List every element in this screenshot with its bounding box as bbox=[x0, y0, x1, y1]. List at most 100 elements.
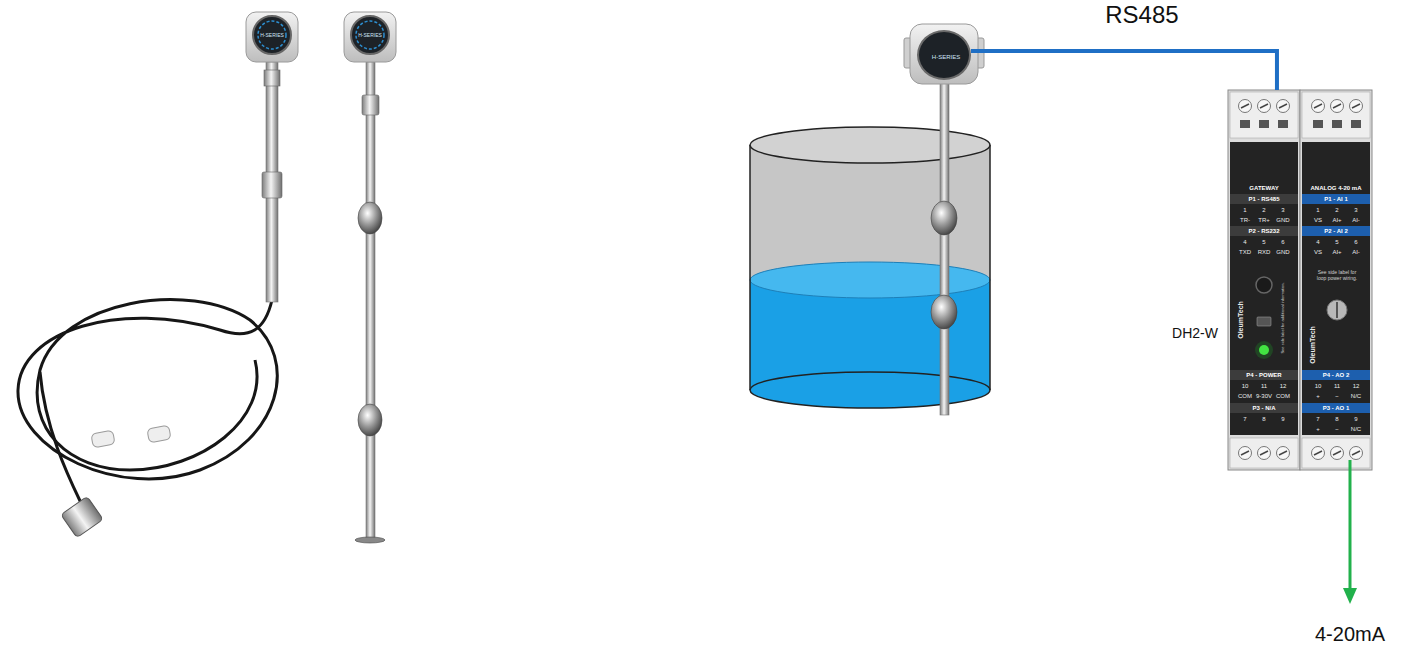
pin-label: 9-30V bbox=[1256, 393, 1272, 399]
pin-label: VS bbox=[1314, 217, 1322, 223]
pin-label: RXD bbox=[1258, 249, 1271, 255]
pin-label: AI+ bbox=[1332, 249, 1341, 255]
output-arrow bbox=[1343, 460, 1357, 604]
pin-label: 8 bbox=[1335, 416, 1338, 422]
pin-label: 6 bbox=[1281, 239, 1284, 245]
screw-slot bbox=[1279, 104, 1287, 108]
port-header: P3 - N/A bbox=[1252, 405, 1275, 411]
pin-label: 3 bbox=[1281, 207, 1284, 213]
screw-slot bbox=[1333, 451, 1341, 455]
port-header: P2 - RS232 bbox=[1248, 228, 1279, 234]
pin-label: 6 bbox=[1354, 239, 1357, 245]
port-header: GATEWAY bbox=[1249, 185, 1278, 191]
screw-slot bbox=[1241, 104, 1249, 108]
terminal-screws bbox=[1239, 100, 1363, 460]
screw bbox=[1277, 100, 1290, 113]
port-header: P3 - AO 1 bbox=[1323, 405, 1349, 411]
pin-label: 2 bbox=[1262, 207, 1265, 213]
screw-slot bbox=[1333, 104, 1341, 108]
module-note: OleumTech bbox=[1237, 301, 1244, 339]
pin-label: 4 bbox=[1243, 239, 1246, 245]
pin-label: 10 bbox=[1242, 383, 1249, 389]
pin-label: 9 bbox=[1281, 416, 1284, 422]
pin-label: − bbox=[1335, 426, 1339, 432]
pin-label: 7 bbox=[1316, 416, 1319, 422]
analog-module bbox=[1300, 90, 1372, 470]
screw-slot bbox=[1241, 451, 1249, 455]
port-header: ANALOG 4-20 mA bbox=[1310, 185, 1361, 191]
pin-label: 10 bbox=[1315, 383, 1322, 389]
terminal-hole bbox=[1313, 120, 1323, 128]
screw bbox=[1350, 100, 1363, 113]
port-header: P2 - AI 2 bbox=[1324, 228, 1347, 234]
terminal-hole bbox=[1259, 120, 1269, 128]
screw bbox=[1258, 447, 1271, 460]
module-name: DH2-W bbox=[1172, 326, 1218, 340]
pin-label: 1 bbox=[1243, 207, 1246, 213]
pin-label: 2 bbox=[1335, 207, 1338, 213]
pin-label: AI- bbox=[1352, 249, 1360, 255]
rs485-wire bbox=[971, 51, 1277, 90]
pin-label: N/C bbox=[1351, 426, 1361, 432]
screw bbox=[1239, 447, 1252, 460]
port-header: P4 - AO 2 bbox=[1323, 372, 1349, 378]
pin-label: AI+ bbox=[1332, 217, 1341, 223]
pin-label: TR- bbox=[1240, 217, 1250, 223]
tank-probe bbox=[904, 24, 984, 415]
pin-label: + bbox=[1316, 426, 1320, 432]
module-note: See side label for loop power wiring. bbox=[1315, 270, 1359, 281]
pin-label: 7 bbox=[1243, 416, 1246, 422]
terminal-hole bbox=[1278, 120, 1288, 128]
pin-label: TXD bbox=[1239, 249, 1251, 255]
screw bbox=[1312, 447, 1325, 460]
port-header: P4 - POWER bbox=[1246, 372, 1281, 378]
pin-label: 12 bbox=[1353, 383, 1360, 389]
screw bbox=[1331, 100, 1344, 113]
screw-slot bbox=[1260, 104, 1268, 108]
screw-slot bbox=[1279, 451, 1287, 455]
pin-label: 1 bbox=[1316, 207, 1319, 213]
terminal-hole bbox=[1240, 120, 1250, 128]
signal-label: 4-20mA bbox=[1315, 624, 1385, 644]
pin-label: GND bbox=[1276, 217, 1289, 223]
display-text: H-SERIES bbox=[932, 54, 960, 60]
pin-label: 11 bbox=[1334, 383, 1340, 389]
pin-label: H-SERIES bbox=[358, 33, 382, 38]
module-note: OleumTech bbox=[1309, 326, 1316, 364]
pin-label: 5 bbox=[1262, 239, 1265, 245]
screw-slot bbox=[1260, 451, 1268, 455]
screw-slot bbox=[1314, 104, 1322, 108]
pin-label: 4 bbox=[1316, 239, 1319, 245]
terminal-hole bbox=[1332, 120, 1342, 128]
rigid-sensor bbox=[344, 12, 396, 543]
pin-label: 3 bbox=[1354, 207, 1357, 213]
pin-label: 8 bbox=[1262, 416, 1265, 422]
pin-label: COM bbox=[1276, 393, 1290, 399]
screw bbox=[1239, 100, 1252, 113]
pin-label: 11 bbox=[1261, 383, 1267, 389]
terminal-hole bbox=[1351, 120, 1361, 128]
transmitter-display: H-SERIES bbox=[917, 30, 971, 80]
screw-slot bbox=[1314, 451, 1322, 455]
pin-label: + bbox=[1316, 393, 1320, 399]
port-header: P1 - AI 1 bbox=[1324, 196, 1347, 202]
pin-label: 5 bbox=[1335, 239, 1338, 245]
pin-label: COM bbox=[1238, 393, 1252, 399]
screw bbox=[1331, 447, 1344, 460]
module-note: See side label for additional informatio… bbox=[1281, 282, 1285, 353]
screw bbox=[1277, 447, 1290, 460]
screw bbox=[1350, 447, 1363, 460]
pin-label: GND bbox=[1276, 249, 1289, 255]
flexible-sensor bbox=[18, 12, 298, 538]
screw bbox=[1258, 100, 1271, 113]
pin-label: N/C bbox=[1351, 393, 1361, 399]
screw-slot bbox=[1352, 104, 1360, 108]
tank bbox=[750, 127, 990, 408]
pin-label: − bbox=[1335, 393, 1339, 399]
io-module: DH2-WGATEWAYP1 - RS485P2 - RS232P4 - POW… bbox=[1228, 90, 1300, 470]
port-header: P1 - RS485 bbox=[1248, 196, 1279, 202]
pin-label: TR+ bbox=[1258, 217, 1270, 223]
pin-label: 12 bbox=[1280, 383, 1287, 389]
screw-slot bbox=[1352, 451, 1360, 455]
pin-label: 9 bbox=[1354, 416, 1357, 422]
